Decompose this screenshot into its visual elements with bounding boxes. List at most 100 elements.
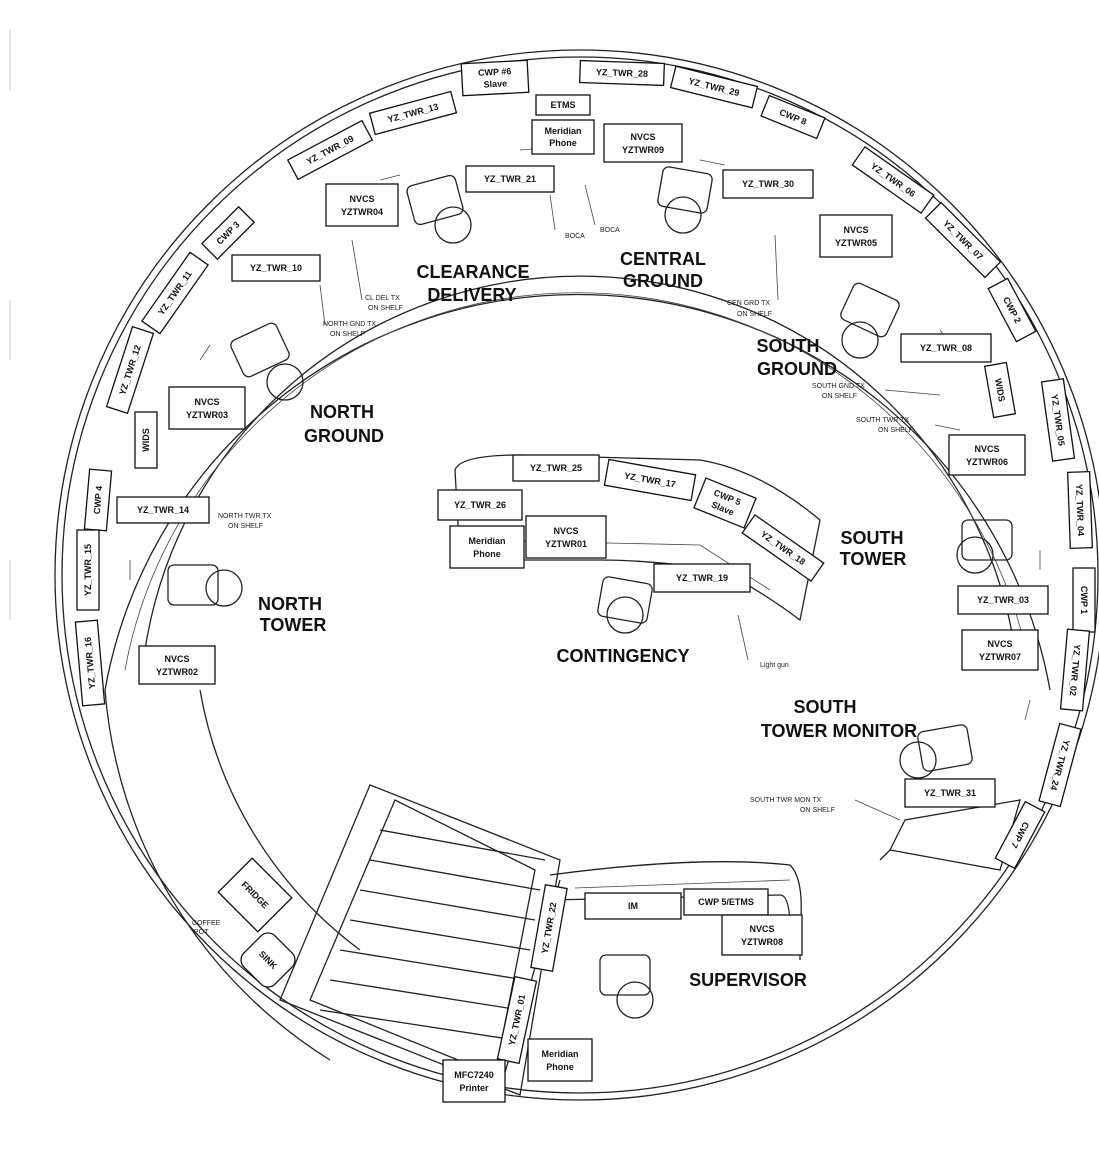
yz-twr-25-box: YZ_TWR_25: [512, 454, 600, 482]
svg-text:SOUTH TWR MON TX: SOUTH TWR MON TX: [750, 797, 822, 804]
zone-south-ground-2: GROUND: [757, 359, 837, 379]
fridge-box: FRIDGE: [217, 857, 293, 933]
cwp-2-box: CWP 2: [987, 277, 1037, 343]
note-south-gnd-tx: SOUTH GND TX ON SHELF: [812, 383, 941, 400]
zone-north-ground-1: NORTH: [310, 402, 374, 422]
nvcs-yztwr02-box: NVCS YZTWR02: [138, 645, 216, 685]
note-north-twr-tx: NORTH TWR TX ON SHELF: [218, 513, 272, 530]
west-inner-arc: [199, 689, 361, 951]
svg-text:YZ_TWR_30: YZ_TWR_30: [742, 179, 794, 189]
svg-text:NORTH GND TX: NORTH GND TX: [323, 321, 376, 328]
svg-text:CEN GRD TX: CEN GRD TX: [727, 300, 770, 307]
cwp-8-box: CWP 8: [760, 94, 826, 140]
svg-text:BOCA: BOCA: [565, 233, 585, 240]
zone-contingency: CONTINGENCY: [556, 646, 689, 666]
note-coffee-pot: COFFEE POT: [192, 920, 221, 936]
zone-north-tower-2: TOWER: [260, 615, 327, 635]
svg-text:CWP 4: CWP 4: [92, 485, 104, 514]
yz-twr-18-box: YZ_TWR_18: [741, 513, 825, 583]
nvcs-yztwr01-box: NVCS YZTWR01: [525, 515, 607, 559]
contingency-console: [454, 454, 821, 622]
zone-central-ground-1: CENTRAL: [620, 249, 706, 269]
yz-twr-24-box: YZ_TWR_24: [1038, 722, 1082, 808]
svg-text:YZ_TWR_08: YZ_TWR_08: [920, 343, 972, 353]
meridian-phone-box-1: Meridian Phone: [531, 119, 595, 155]
yz-twr-11-box: YZ_TWR_11: [140, 251, 210, 335]
svg-text:Printer: Printer: [459, 1083, 489, 1093]
im-box: IM: [584, 892, 682, 920]
svg-text:BOCA: BOCA: [600, 227, 620, 234]
svg-text:Meridian: Meridian: [544, 126, 581, 136]
svg-text:NVCS: NVCS: [164, 654, 189, 664]
svg-text:WIDS: WIDS: [993, 378, 1007, 403]
zone-central-ground-2: GROUND: [623, 271, 703, 291]
svg-text:YZ_TWR_26: YZ_TWR_26: [454, 500, 506, 510]
note-south-twr-mon-tx: SOUTH TWR MON TX ON SHELF: [750, 797, 901, 821]
svg-text:YZ_TWR_28: YZ_TWR_28: [596, 67, 648, 79]
svg-text:NVCS: NVCS: [987, 639, 1012, 649]
note-south-twr-tx: SOUTH TWR TX ON SHELF: [856, 417, 961, 434]
svg-text:Slave: Slave: [483, 78, 507, 89]
yz-twr-05-box: YZ_TWR_05: [1040, 378, 1076, 462]
svg-text:ON SHELF: ON SHELF: [228, 523, 263, 530]
svg-text:ON SHELF: ON SHELF: [737, 311, 772, 318]
outer-wall-inner: [61, 56, 1099, 1094]
svg-text:ON SHELF: ON SHELF: [330, 331, 365, 338]
svg-text:YZTWR06: YZTWR06: [966, 457, 1008, 467]
yz-twr-14-box: YZ_TWR_14: [116, 496, 210, 524]
svg-text:NVCS: NVCS: [630, 132, 655, 142]
svg-text:YZTWR05: YZTWR05: [835, 238, 877, 248]
yz-twr-03-box: YZ_TWR_03: [957, 585, 1049, 615]
svg-text:MFC7240: MFC7240: [454, 1070, 494, 1080]
svg-text:Phone: Phone: [549, 138, 577, 148]
svg-text:YZTWR07: YZTWR07: [979, 652, 1021, 662]
svg-text:NVCS: NVCS: [843, 225, 868, 235]
nvcs-yztwr09-box: NVCS YZTWR09: [603, 123, 683, 163]
svg-text:YZTWR03: YZTWR03: [186, 410, 228, 420]
meridian-phone-box-3: Meridian Phone: [527, 1038, 593, 1082]
svg-text:YZ_TWR_14: YZ_TWR_14: [137, 505, 189, 515]
yz-twr-12-box: YZ_TWR_12: [105, 325, 155, 415]
note-north-gnd-tx: NORTH GND TX ON SHELF: [319, 284, 376, 338]
nvcs-yztwr06-box: NVCS YZTWR06: [948, 434, 1026, 476]
svg-text:YZ_TWR_04: YZ_TWR_04: [1074, 484, 1086, 536]
meridian-phone-box-2: Meridian Phone: [449, 525, 525, 569]
yz-twr-13-box: YZ_TWR_13: [368, 90, 458, 136]
svg-text:NVCS: NVCS: [974, 444, 999, 454]
yz-twr-29-box: YZ_TWR_29: [669, 65, 759, 109]
note-boca: BOCA BOCA: [549, 184, 620, 240]
stairwell: [279, 784, 561, 1096]
svg-text:Meridian: Meridian: [541, 1049, 578, 1059]
yz-twr-21-box: YZ_TWR_21: [465, 165, 555, 193]
svg-text:YZ_TWR_31: YZ_TWR_31: [924, 788, 976, 798]
svg-text:SOUTH GND TX: SOUTH GND TX: [812, 383, 865, 390]
svg-text:Phone: Phone: [473, 549, 501, 559]
svg-text:YZ_TWR_19: YZ_TWR_19: [676, 573, 728, 583]
svg-text:ON SHELF: ON SHELF: [878, 427, 913, 434]
yz-twr-09-box: YZ_TWR_09: [286, 119, 374, 181]
yz-twr-17-box: YZ_TWR_17: [603, 458, 697, 502]
note-cen-grd-tx: CEN GRD TX ON SHELF: [727, 234, 779, 318]
svg-text:CWP #6: CWP #6: [478, 66, 512, 78]
svg-text:POT: POT: [194, 929, 209, 936]
yz-twr-26-box: YZ_TWR_26: [437, 489, 523, 521]
svg-text:CWP 5/ETMS: CWP 5/ETMS: [698, 897, 754, 907]
etms-box: ETMS: [535, 94, 591, 116]
zone-south-tower-monitor-1: SOUTH: [794, 697, 857, 717]
svg-text:NVCS: NVCS: [749, 924, 774, 934]
svg-text:Light gun: Light gun: [760, 662, 789, 669]
svg-text:ON SHELF: ON SHELF: [800, 807, 835, 814]
note-cl-del-tx: CL DEL TX ON SHELF: [351, 239, 403, 312]
svg-text:YZ_TWR_03: YZ_TWR_03: [977, 595, 1029, 605]
note-light-gun: Light gun: [737, 614, 789, 669]
cwp-3-box: CWP 3: [200, 205, 256, 261]
svg-text:YZ_TWR_02: YZ_TWR_02: [1068, 644, 1082, 697]
outer-wall: [54, 49, 1099, 1101]
svg-text:YZTWR08: YZTWR08: [741, 937, 783, 947]
yz-twr-15-box: YZ_TWR_15: [76, 529, 100, 611]
svg-text:ON SHELF: ON SHELF: [368, 305, 403, 312]
svg-text:NORTH TWR TX: NORTH TWR TX: [218, 513, 272, 520]
yz-twr-22-box: YZ_TWR_22: [530, 883, 568, 973]
svg-text:Phone: Phone: [546, 1062, 574, 1072]
zone-south-tower-2: TOWER: [840, 549, 907, 569]
